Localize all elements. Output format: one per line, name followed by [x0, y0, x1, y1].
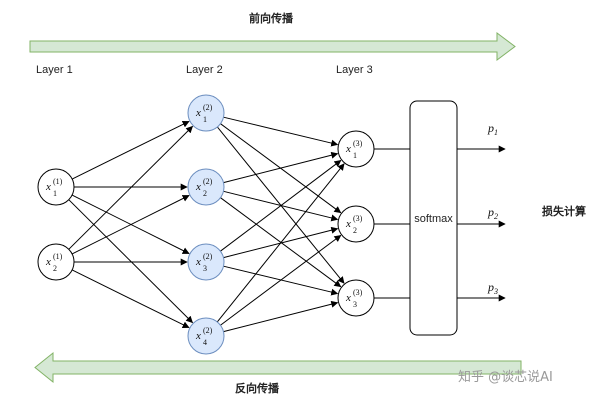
node-variable: x — [45, 181, 51, 193]
node-variable: x — [195, 256, 201, 268]
edge-l2-4-to-l3-3 — [223, 300, 339, 333]
connections — [68, 116, 410, 333]
node-subscript: 1 — [203, 115, 207, 124]
forward-arrow — [29, 32, 516, 61]
node-layer3-3: x(3) 3 — [337, 279, 375, 317]
edge-l2-4-to-l3-2 — [220, 234, 342, 326]
node-circle — [187, 168, 225, 206]
node-layer2-4: x(2) 4 — [187, 317, 225, 355]
edge-l2-2-to-l3-1 — [223, 151, 339, 184]
node-variable: x — [345, 292, 351, 304]
layer-3-label: Layer 3 — [336, 64, 373, 76]
node-superscript: (1) — [53, 177, 63, 186]
node-superscript: (3) — [353, 139, 363, 148]
node-superscript: (3) — [353, 288, 363, 297]
node-variable: x — [195, 330, 201, 342]
output-label-p1: p1 — [487, 121, 498, 137]
softmax-label: softmax — [414, 213, 453, 225]
output-label-p2: p2 — [487, 205, 498, 221]
node-subscript: 1 — [353, 151, 357, 160]
node-subscript: 2 — [353, 226, 357, 235]
node-superscript: (2) — [203, 252, 213, 261]
node-circle — [187, 317, 225, 355]
softmax-box — [409, 100, 458, 336]
node-subscript: 4 — [203, 338, 207, 347]
nodes: x(1)1x(1)2x(2)1x(2)2x(2)3x(2)4x(3)1x(3)2… — [37, 94, 375, 355]
node-superscript: (2) — [203, 103, 213, 112]
node-layer2-2: x(2) 2 — [187, 168, 225, 206]
node-variable: x — [195, 107, 201, 119]
node-circle — [37, 243, 75, 281]
edge-l2-3-to-l3-1 — [220, 160, 342, 252]
output-label-p3: p3 — [487, 280, 498, 296]
node-circle — [337, 279, 375, 317]
watermark: 知乎 @谈芯说AI — [458, 369, 553, 385]
node-layer3-1: x(3) 1 — [337, 130, 375, 168]
node-circle — [187, 94, 225, 132]
node-layer1-1: x(1) 1 — [37, 168, 75, 206]
node-layer2-3: x(2) 3 — [187, 243, 225, 281]
backward-arrow — [34, 351, 522, 384]
node-subscript: 2 — [203, 189, 207, 198]
node-superscript: (2) — [203, 326, 213, 335]
node-subscript: 3 — [203, 264, 207, 273]
node-subscript: 1 — [53, 189, 57, 198]
node-layer1-2: x(1) 2 — [37, 243, 75, 281]
loss-label: 损失计算 — [542, 204, 586, 218]
edge-l2-4-to-l3-1 — [216, 163, 345, 323]
node-subscript: 3 — [353, 300, 357, 309]
edge-l1-2-to-l2-1 — [68, 125, 194, 250]
edge-l1-2-to-l2-2 — [71, 195, 190, 255]
edge-l1-2-to-l2-4 — [71, 269, 190, 329]
layer-2-label: Layer 2 — [186, 64, 223, 76]
node-subscript: 2 — [53, 264, 57, 273]
node-superscript: (2) — [203, 177, 213, 186]
node-variable: x — [45, 256, 51, 268]
node-superscript: (3) — [353, 214, 363, 223]
node-variable: x — [195, 181, 201, 193]
edge-l1-1-to-l2-4 — [68, 199, 194, 324]
edge-l2-1-to-l3-1 — [223, 116, 339, 147]
node-layer2-1: x(2) 1 — [187, 94, 225, 132]
forward-label: 前向传播 — [249, 11, 294, 25]
node-superscript: (1) — [53, 252, 63, 261]
node-circle — [187, 243, 225, 281]
node-circle — [37, 168, 75, 206]
node-circle — [337, 205, 375, 243]
layer-1-label: Layer 1 — [36, 64, 73, 76]
node-circle — [337, 130, 375, 168]
node-variable: x — [345, 218, 351, 230]
node-variable: x — [345, 143, 351, 155]
node-layer3-2: x(3) 2 — [337, 205, 375, 243]
edge-l1-1-to-l2-1 — [71, 120, 190, 180]
backward-label: 反向传播 — [235, 381, 280, 395]
